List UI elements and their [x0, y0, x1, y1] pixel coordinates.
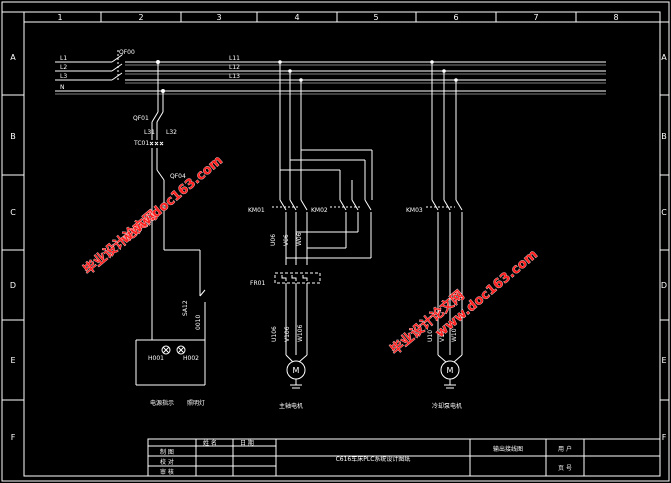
- bus-label-l1: L1: [60, 55, 67, 62]
- row-label-b: B: [10, 132, 16, 141]
- watermark-bottom: 毕业设计论文网 www.doc163.com: [387, 247, 541, 359]
- wire-upper-3: W06: [296, 232, 303, 246]
- row-label-d-right: D: [661, 281, 667, 290]
- branch-breaker-label: QF01: [133, 115, 149, 122]
- tb-drawing-title: C616车床PLC系统设计图纸: [336, 455, 411, 463]
- row-label-d: D: [10, 281, 16, 290]
- wire-pump-1: U10: [427, 330, 434, 342]
- tb-name-col: 姓 名: [203, 439, 217, 447]
- switch-node: 0010: [195, 315, 202, 330]
- col-label-6: 6: [453, 13, 458, 22]
- row-label-c: C: [10, 208, 16, 217]
- main-motor-symbol: M: [293, 366, 300, 375]
- row-label-f: F: [11, 433, 16, 442]
- lighting-caption: 照明灯: [187, 399, 205, 407]
- col-label-4: 4: [294, 13, 299, 22]
- bus-label-l11: L11: [229, 55, 240, 62]
- power-indicator-caption: 电源指示: [150, 399, 174, 407]
- row-label-f-right: F: [662, 433, 667, 442]
- row-label-e-right: E: [661, 356, 666, 365]
- row-label-a: A: [10, 53, 16, 62]
- row-label-e: E: [10, 356, 15, 365]
- bus-label-l3: L3: [60, 73, 67, 80]
- title-block: [147, 438, 661, 477]
- col-label-7: 7: [533, 13, 538, 22]
- tb-drawing-name: 输出接线图: [493, 445, 523, 453]
- wire-main-2: V106: [284, 326, 291, 342]
- wire-upper-2: V06: [283, 234, 290, 246]
- transformer-tap1: L31: [144, 129, 155, 136]
- bus-label-n: N: [60, 84, 65, 91]
- km3-label: KM03: [406, 207, 423, 214]
- col-label-3: 3: [216, 13, 221, 22]
- bus-label-l12: L12: [229, 64, 240, 71]
- row-label-a-right: A: [661, 53, 667, 62]
- tb-user-label: 用 户: [558, 445, 572, 453]
- tb-date-col: 日 期: [240, 439, 254, 447]
- pump-motor-symbol: M: [447, 366, 454, 375]
- tb-row-checked: 校 对: [160, 458, 174, 466]
- wire-pump-3: W10: [451, 328, 458, 342]
- watermark-top: 毕业设计论文网 www.doc163.com: [80, 153, 226, 279]
- main-motor-circuit: [272, 60, 373, 389]
- lamp-h002: [176, 345, 186, 355]
- col-label-1: 1: [57, 13, 62, 22]
- km1-label: KM01: [248, 207, 265, 214]
- wire-main-1: U106: [271, 326, 278, 342]
- lamp-h001: [161, 345, 171, 355]
- wire-upper-1: U06: [270, 234, 277, 246]
- tb-row-approved: 审 核: [160, 468, 174, 476]
- sub-breaker-label: QF04: [170, 173, 186, 180]
- row-label-b-right: B: [661, 132, 667, 141]
- lamp1-label: H001: [148, 355, 164, 362]
- main-breaker: [111, 50, 160, 81]
- col-label-5: 5: [373, 13, 378, 22]
- tb-row-drawn: 制 图: [160, 448, 174, 456]
- wire-main-3: W106: [297, 324, 304, 342]
- km2-label: KM02: [311, 207, 328, 214]
- overload-label: FR01: [250, 280, 265, 287]
- col-label-8: 8: [613, 13, 618, 22]
- control-branch: [135, 62, 206, 386]
- wire-pump-2: V10: [439, 330, 446, 342]
- lamp2-label: H002: [183, 355, 199, 362]
- row-label-c-right: C: [661, 208, 667, 217]
- transformer-tap2: L32: [166, 129, 177, 136]
- bus-label-l13: L13: [229, 73, 240, 80]
- pump-motor-circuit: [426, 60, 463, 389]
- tb-page-label: 页 号: [558, 465, 572, 472]
- main-breaker-label: QF00: [119, 49, 135, 56]
- pump-motor-caption: 冷却泵电机: [432, 402, 462, 410]
- bus-lines: [55, 61, 606, 95]
- transformer-label: TC01: [133, 140, 149, 147]
- main-motor-caption: 主轴电机: [279, 402, 303, 410]
- switch-label: SA12: [182, 300, 189, 316]
- bus-label-l2: L2: [60, 64, 67, 71]
- watermark-top-url: www.doc163.com: [118, 153, 226, 247]
- col-label-2: 2: [138, 13, 143, 22]
